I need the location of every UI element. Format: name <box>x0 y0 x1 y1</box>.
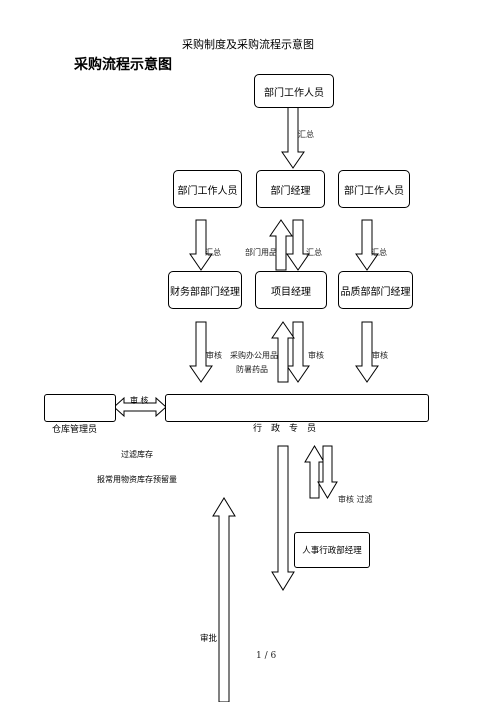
node-finance-manager: 财务部部门经理 <box>168 271 242 309</box>
edge-label-dept-supplies: 部门用品 <box>245 248 277 257</box>
edge-label-summary-mid: 汇总 <box>306 248 322 257</box>
node-right-staff: 部门工作人员 <box>338 170 410 208</box>
arrow-down-summary <box>281 106 305 169</box>
admin-label: 行 政 专 员 <box>253 424 317 434</box>
arrow-up-hr <box>304 445 325 499</box>
node-dept-manager: 部门经理 <box>256 170 325 208</box>
page-number: 1 / 6 <box>256 651 277 661</box>
arrow-up-approve <box>212 497 236 702</box>
edge-label-review-right: 审核 <box>372 351 388 360</box>
node-warehouse <box>44 394 116 422</box>
arrow-down-mid <box>286 219 310 271</box>
edge-label-filter-stock: 过滤库存 <box>121 450 153 459</box>
arrow-down-finance <box>189 321 213 383</box>
arrow-up-project <box>271 321 295 383</box>
node-dept-manager-label: 部门经理 <box>270 185 311 197</box>
edge-label-report-stock: 报常用物资库存预留量 <box>97 475 177 484</box>
edge-label-summary-right: 汇总 <box>371 248 387 257</box>
edge-label-approve: 审批 <box>200 634 218 644</box>
node-top-staff: 部门工作人员 <box>254 74 334 108</box>
edge-label-review-filter: 审核 过滤 <box>338 495 373 504</box>
node-finance-manager-label: 财务部部门经理 <box>170 286 240 298</box>
document-title: 采购制度及采购流程示意图 <box>182 38 314 51</box>
edge-label-purchase-office: 采购办公用品 <box>230 351 278 360</box>
node-top-staff-label: 部门工作人员 <box>264 87 324 99</box>
edge-label-summary-top: 汇总 <box>298 130 314 139</box>
node-quality-manager-label: 品质部部门经理 <box>340 286 411 298</box>
node-admin <box>165 394 429 422</box>
node-project-manager: 项目经理 <box>255 271 327 309</box>
edge-label-review-warehouse: 审 核 <box>130 396 149 405</box>
arrow-down-project <box>286 321 310 383</box>
arrow-down-left <box>189 219 213 271</box>
arrow-up-mid <box>269 219 293 271</box>
edge-label-review-left: 审核 <box>206 351 222 360</box>
edge-label-epidemic-drugs: 防暑药品 <box>236 365 268 374</box>
node-hr-manager-label: 人事行政部经理 <box>302 546 362 556</box>
arrow-down-review <box>317 445 338 499</box>
flowchart-title: 采购流程示意图 <box>74 57 172 73</box>
node-project-manager-label: 项目经理 <box>271 286 311 298</box>
node-hr-manager: 人事行政部经理 <box>294 532 370 568</box>
arrow-down-hr <box>271 445 295 591</box>
arrow-down-right <box>355 219 379 271</box>
warehouse-label: 仓库管理员 <box>52 425 98 435</box>
edge-label-summary-left: 汇总 <box>205 248 221 257</box>
node-quality-manager: 品质部部门经理 <box>338 271 413 309</box>
node-right-staff-label: 部门工作人员 <box>344 185 404 197</box>
arrow-down-quality <box>355 321 379 383</box>
node-left-staff: 部门工作人员 <box>173 170 242 208</box>
node-left-staff-label: 部门工作人员 <box>177 185 238 197</box>
edge-label-review-mid: 审核 <box>308 351 324 360</box>
